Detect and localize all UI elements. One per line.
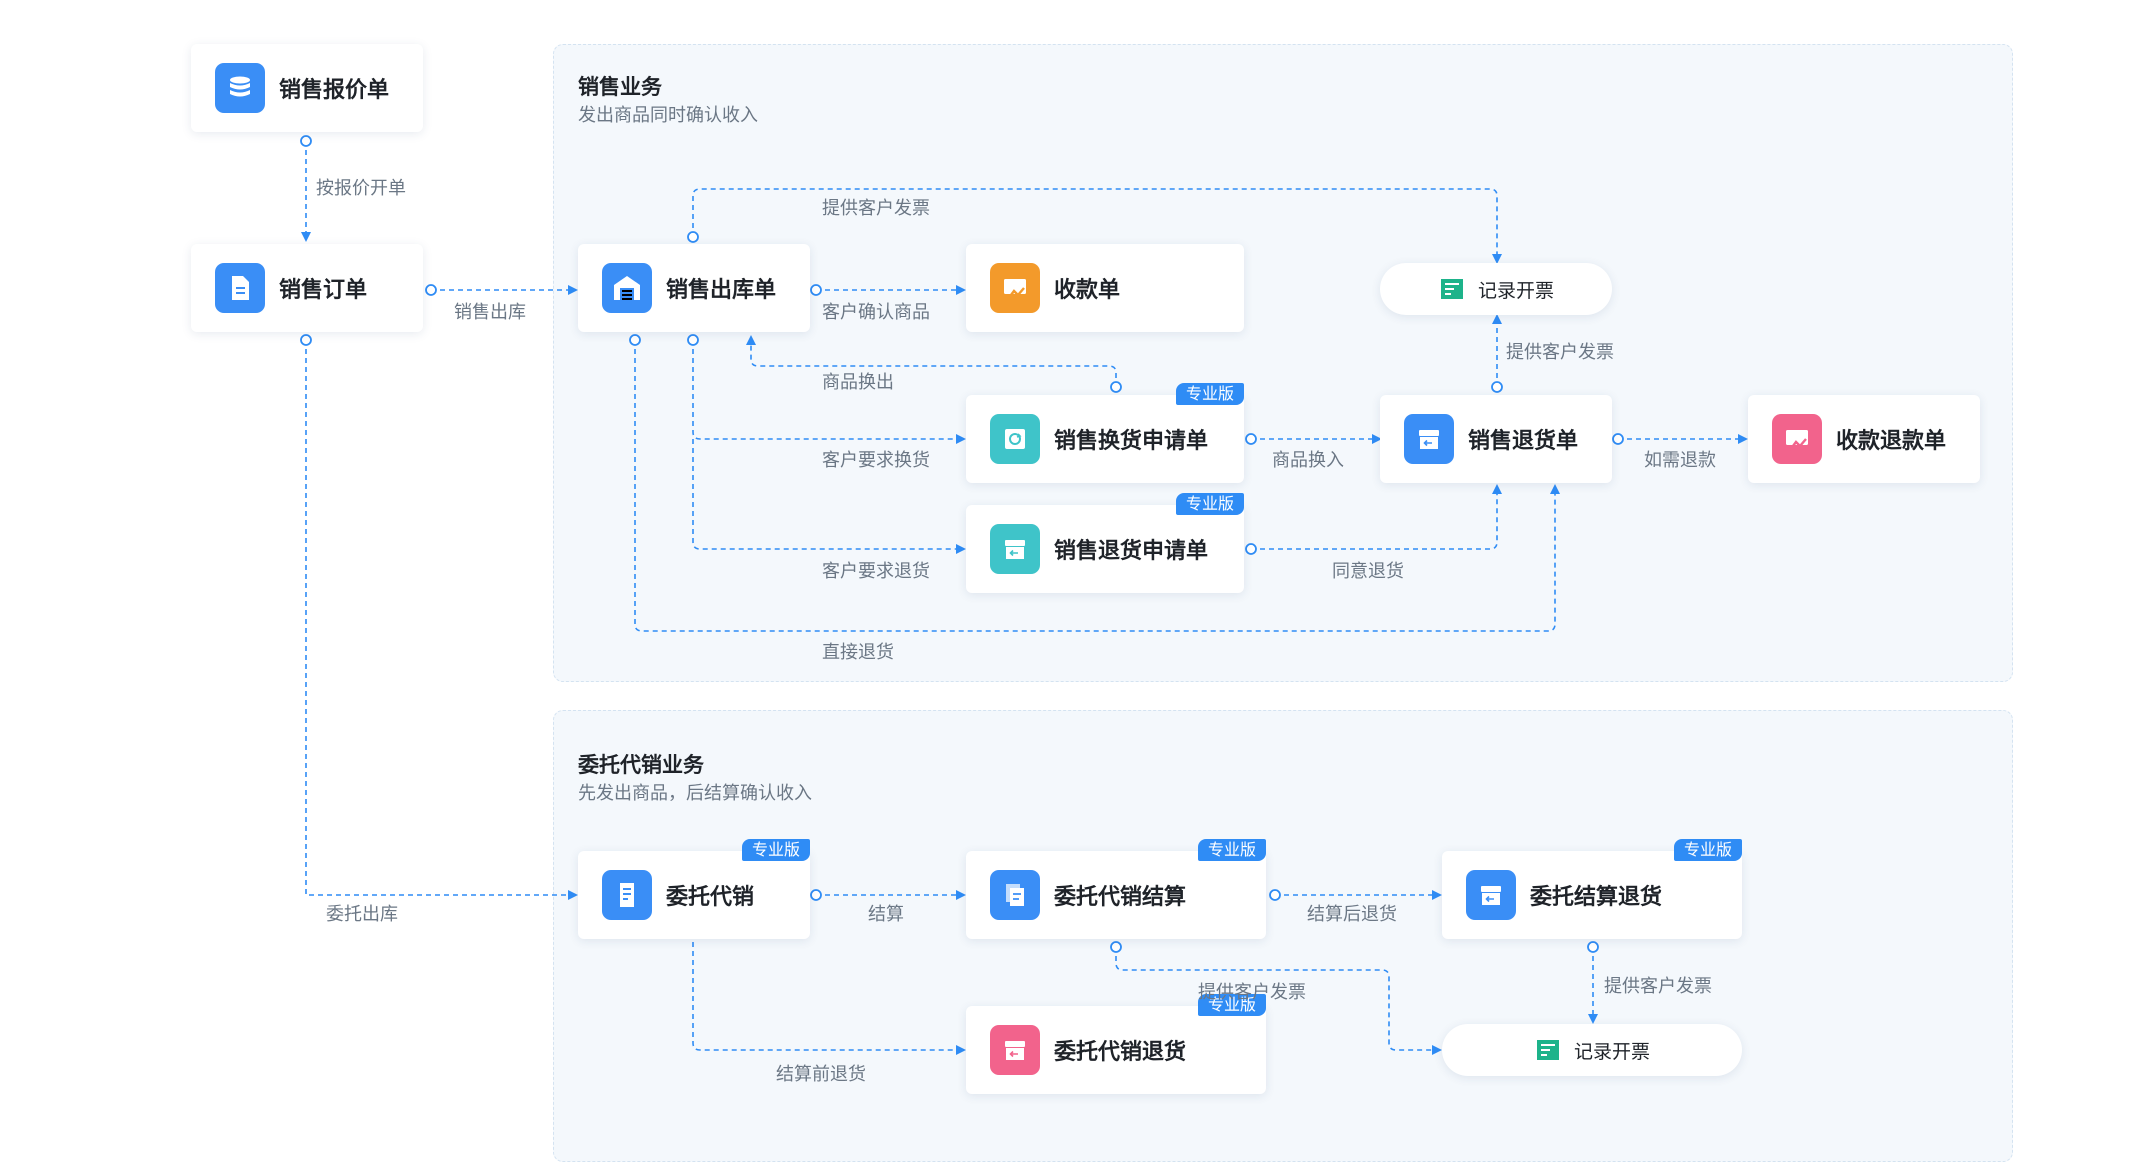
settlement-icon <box>990 870 1040 920</box>
node-invoice-record-consignment[interactable]: 记录开票 <box>1442 1024 1742 1076</box>
pro-badge: 专业版 <box>1175 383 1244 405</box>
edge-label-provide-invoice-top: 提供客户发票 <box>822 198 930 219</box>
node-label: 销售出库单 <box>666 278 777 303</box>
warehouse-icon <box>602 263 652 313</box>
invoice-icon <box>1534 1036 1562 1064</box>
node-consignment[interactable]: 委托代销 专业版 <box>578 839 810 939</box>
sales-section: 销售业务 发出商品同时确认收入 <box>553 44 2013 682</box>
edge-label-provide-invoice-consign: 提供客户发票 <box>1198 982 1306 1003</box>
node-label: 销售换货申请单 <box>1054 429 1209 454</box>
refund-icon <box>1772 414 1822 464</box>
node-return-request[interactable]: 销售退货申请单 专业版 <box>966 493 1244 593</box>
edge-label-settle: 结算 <box>868 904 904 925</box>
consignment-section-subtitle: 先发出商品，后结算确认收入 <box>578 783 812 804</box>
node-consignment-settlement-return[interactable]: 委托结算退货 专业版 <box>1442 839 1742 939</box>
node-label: 委托结算退货 <box>1530 885 1663 910</box>
node-label: 销售退货单 <box>1468 429 1579 454</box>
node-label: 记录开票 <box>1477 279 1554 302</box>
node-sales-return-order[interactable]: 销售退货单 <box>1380 395 1612 483</box>
document-icon <box>215 263 265 313</box>
edge-consign-to-consign-return <box>692 942 966 1055</box>
node-label: 收款退款单 <box>1836 429 1947 454</box>
pro-badge: 专业版 <box>1175 493 1244 515</box>
edge-settle-to-invoice <box>1115 947 1442 1055</box>
edge-label-provide-invoice-consign2: 提供客户发票 <box>1604 976 1712 997</box>
invoice-icon <box>1438 275 1466 303</box>
node-receipt[interactable]: 收款单 <box>966 244 1244 332</box>
database-icon <box>215 63 265 113</box>
node-label: 委托代销退货 <box>1054 1040 1187 1065</box>
edge-outbound-direct-return <box>634 340 1560 632</box>
sales-section-subtitle: 发出商品同时确认收入 <box>578 105 758 126</box>
node-label: 记录开票 <box>1573 1040 1650 1063</box>
consign-doc-icon <box>602 870 652 920</box>
node-label: 委托代销结算 <box>1054 885 1187 910</box>
payment-icon <box>990 263 1040 313</box>
edge-outbound-to-exchange <box>692 340 966 444</box>
edge-exchange-to-outbound <box>746 335 1117 387</box>
edge-label-sales-out: 销售出库 <box>454 302 526 323</box>
node-consignment-return[interactable]: 委托代销退货 专业版 <box>966 994 1266 1094</box>
return-box-icon <box>1404 414 1454 464</box>
edge-outbound-to-invoice <box>692 188 1502 264</box>
edge-label-return-before-settle: 结算前退货 <box>776 1064 866 1085</box>
return-box-icon <box>990 1025 1040 1075</box>
return-box-icon <box>1466 870 1516 920</box>
edge-label-goods-swap-in: 商品换入 <box>1272 450 1344 471</box>
exchange-icon <box>990 414 1040 464</box>
edge-label-customer-confirm: 客户确认商品 <box>822 302 930 323</box>
edge-label-return-after-settle: 结算后退货 <box>1307 904 1397 925</box>
node-label: 销售退货申请单 <box>1054 539 1209 564</box>
sales-section-title: 销售业务 <box>578 75 662 99</box>
return-box-icon <box>990 524 1040 574</box>
node-refund[interactable]: 收款退款单 <box>1748 395 1980 483</box>
edge-label-refund-if-needed: 如需退款 <box>1644 450 1716 471</box>
consignment-section-title: 委托代销业务 <box>578 753 704 777</box>
edge-return-request-to-return-order <box>1251 484 1502 550</box>
edge-label-agree-return: 同意退货 <box>1332 561 1404 582</box>
pro-badge: 专业版 <box>1197 839 1266 861</box>
node-exchange-request[interactable]: 销售换货申请单 专业版 <box>966 383 1244 483</box>
node-label: 收款单 <box>1054 278 1121 303</box>
node-label: 销售订单 <box>279 278 368 303</box>
node-sales-outbound[interactable]: 销售出库单 <box>578 244 810 332</box>
node-sales-quote[interactable]: 销售报价单 <box>191 44 423 132</box>
node-sales-order[interactable]: 销售订单 <box>191 244 423 332</box>
pro-badge: 专业版 <box>741 839 810 861</box>
edge-label-goods-swap-out: 商品换出 <box>822 372 894 393</box>
node-label: 销售报价单 <box>279 78 390 103</box>
edge-label-direct-return: 直接退货 <box>822 642 894 663</box>
pro-badge: 专业版 <box>1673 839 1742 861</box>
edge-outbound-to-return-request <box>692 439 966 554</box>
pro-badge: 专业版 <box>1197 994 1266 1016</box>
edge-label-provide-invoice-mid: 提供客户发票 <box>1506 342 1614 363</box>
edge-label-consign-out: 委托出库 <box>326 904 398 925</box>
node-consignment-settlement[interactable]: 委托代销结算 专业版 <box>966 839 1266 939</box>
edge-order-to-consign <box>305 340 578 900</box>
node-label: 委托代销 <box>666 885 755 910</box>
edge-label-by-quote: 按报价开单 <box>316 178 406 199</box>
node-invoice-record-sales[interactable]: 记录开票 <box>1380 263 1612 315</box>
edge-label-req-exchange: 客户要求换货 <box>822 450 930 471</box>
edge-label-req-return: 客户要求退货 <box>822 561 930 582</box>
